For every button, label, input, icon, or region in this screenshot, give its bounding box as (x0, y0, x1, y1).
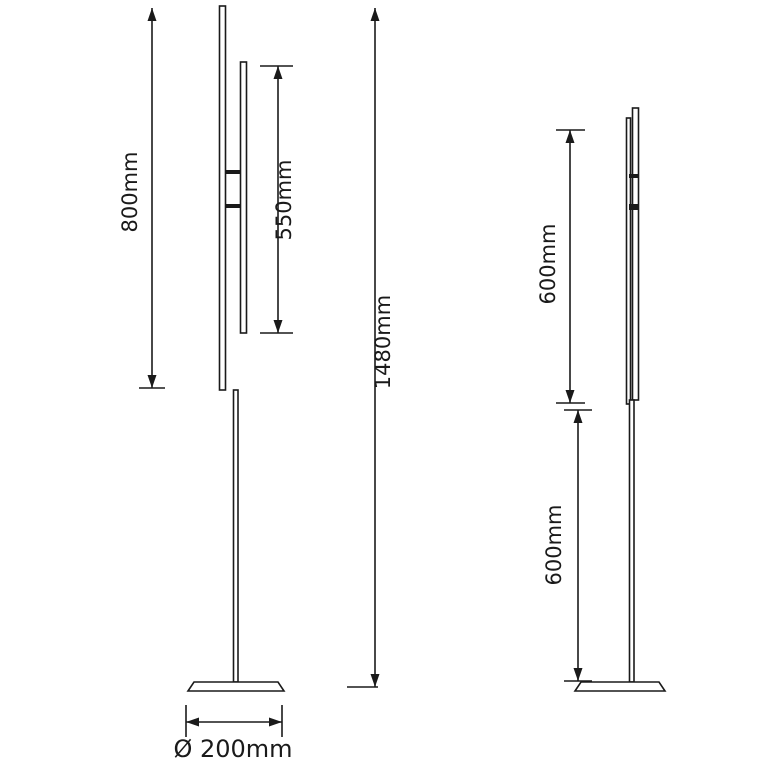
side-lamp-rear-bar (625, 117, 632, 405)
dimension-label-550mm: 550mm (272, 160, 296, 241)
side-view-lamp (573, 107, 667, 692)
front-lamp-tall-bar (218, 5, 227, 391)
arrow-down-icon (370, 674, 380, 687)
arrow-down-icon (565, 390, 575, 403)
side-lamp-bracket-lower (629, 204, 639, 210)
arrow-left-icon (186, 717, 199, 727)
side-lamp-bracket-upper (629, 174, 639, 178)
dimension-label-base-diameter: Ø 200mm (173, 735, 292, 763)
arrow-down-icon (273, 320, 283, 333)
front-lamp-bracket-lower (225, 204, 241, 208)
front-lamp-base (186, 681, 286, 692)
arrow-up-icon (273, 66, 283, 79)
dimension-base-diameter: Ø 200mm (173, 705, 293, 763)
front-lamp-bracket-upper (225, 170, 241, 174)
front-view-lamp (186, 5, 286, 692)
arrow-up-icon (147, 8, 157, 21)
side-lamp-pole (628, 399, 635, 683)
dimension-label-600mm-lower: 600mm (542, 505, 566, 586)
dimension-550mm: 550mm (260, 65, 296, 334)
arrow-right-icon (269, 717, 282, 727)
dimension-label-1480mm: 1480mm (371, 295, 395, 389)
dimension-600mm-lower: 600mm (542, 409, 592, 682)
arrow-up-icon (573, 410, 583, 423)
dimension-800mm: 800mm (118, 8, 165, 389)
front-lamp-pole (232, 389, 239, 683)
dimension-label-600mm-upper: 600mm (536, 224, 560, 305)
arrow-down-icon (147, 375, 157, 388)
arrow-up-icon (370, 8, 380, 21)
dimension-600mm-upper: 600mm (536, 129, 585, 404)
dimension-label-800mm: 800mm (118, 152, 142, 233)
arrow-up-icon (565, 130, 575, 143)
front-lamp-second-bar (239, 61, 248, 334)
side-lamp-front-bar (631, 107, 640, 401)
arrow-down-icon (573, 668, 583, 681)
dimension-1480mm: 1480mm (347, 8, 395, 688)
side-lamp-base (573, 681, 667, 692)
